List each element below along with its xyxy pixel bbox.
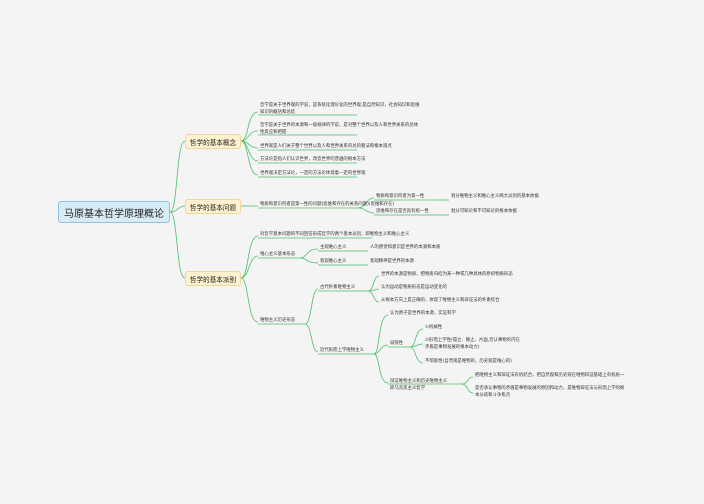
idealism-forms: 唯心主义基本形态 [260,252,296,257]
limitation-metaphysical-1: ②形而上学性(孤立、静止、片面,否认事物的内在 [425,338,520,343]
limitation-mechanical: ①机械性 [425,325,443,330]
problem-first-nature-desc: 划分唯物主义和唯心主义两大派别的基本依据 [451,194,539,199]
modern-limitations: 局限性 [390,341,404,346]
modern-materialism: 近代形而上学唯物主义 [320,348,364,353]
modern-atom: 认为原子是世界的本源，实证科学 [390,311,456,316]
concept-worldview-methodology: 世界观决定方法论，一定的方法论体现着一定的世界观 [260,171,366,176]
dialectical-materialism-2: 即马克思主义哲学 [390,386,426,391]
limitation-incomplete: 不彻底性(自然观是唯物的，历史观是唯心的) [425,359,512,364]
schools-intro: 对哲学基本问题的不同回答形成哲学的两个基本派别，即唯物主义和唯心主义 [260,232,410,237]
problem-main: 物质和意识何者是第一性的问题(思维和存在的关系问题)(思维和存在) [260,202,395,207]
concept-philosophy-definition-2: 知识的概括和总结 [260,110,296,115]
dialectical-point-1: 把唯物主义和辩证法有机结合，把自然观和历史观在唯物辩证基础上有机统一 [475,373,625,378]
problem-identity: 思维和存在是否具有统一性 [376,209,429,214]
ancient-point-2: 认为运动是物质形态是运动变化的 [381,285,447,290]
root-topic[interactable]: 马原基本哲学原理概论 [58,201,170,223]
dialectical-point-2a: 是否承认事物的矛盾是事物发展的原因和动力，是唯物辩证法与形而上学的根 [475,386,625,391]
concept-worldview: 世界观是人们关于整个世界以及人和世界关系的总的看法和根本观点 [260,144,392,149]
objective-idealism-desc: 客观精神是世界的本源 [370,259,414,264]
problem-identity-desc: 划分可知论和不可知论的根本依据 [451,209,517,214]
materialism-forms: 唯物主义历史形态 [260,318,296,323]
concept-world-origin-2: 性反应和把握 [260,130,287,135]
concept-philosophy-definition-1: 哲学是关于世界观的学说，是系统化理论化的世界观,是自然知识，社会知识和思维 [260,103,420,108]
dialectical-point-2b: 本分歧和斗争焦点 [475,393,511,398]
limitation-metaphysical-2: 矛盾是事物发展的根本动力) [425,345,480,350]
ancient-point-1: 世界的本源是物质，把物质归结为某一种或几种具体的原初物质形态 [381,272,513,277]
ancient-point-3: 从根本方向上是正确的，体现了唯物主义和辩证法的朴素综合 [381,298,500,303]
problem-first-nature: 物质和意识何者为第一性 [376,194,425,199]
branch-basic-concepts[interactable]: 哲学的基本概念 [185,134,241,149]
dialectical-materialism-1: 辩证唯物主义和历史唯物主义 [390,379,448,384]
ancient-materialism: 古代朴素唯物主义 [320,285,356,290]
branch-basic-schools[interactable]: 哲学的基本派别 [185,271,241,286]
subjective-idealism: 主观唯心主义 [320,245,347,250]
branch-basic-problem[interactable]: 哲学的基本问题 [185,199,241,214]
concept-methodology: 方法论是指人们认识世界，改造世界的普遍的根本方法 [260,157,366,162]
objective-idealism: 客观唯心主义 [320,259,347,264]
concept-world-origin-1: 哲学是关于世界的本源和一般规律的学说，是对整个世界以及人和世界关系的总体 [260,123,419,128]
subjective-idealism-desc: 人的感觉和意识是世界的本源和本质 [370,245,441,250]
